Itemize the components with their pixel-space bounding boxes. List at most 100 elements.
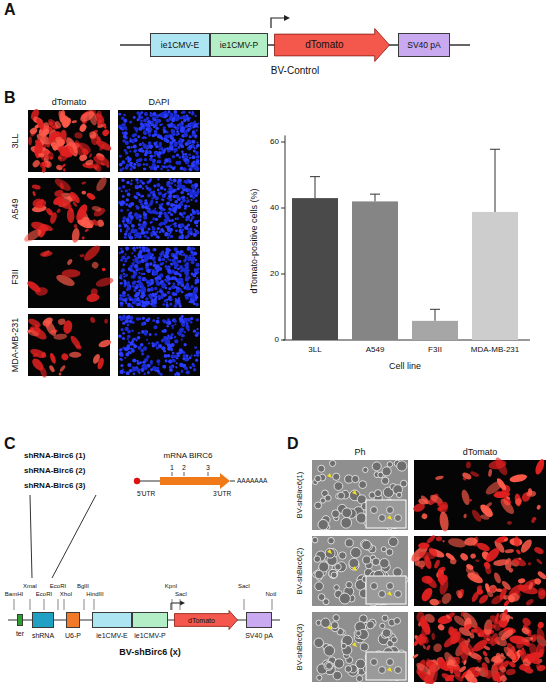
tick-label: 20	[270, 270, 279, 278]
polya-box: SV40 pA	[398, 33, 450, 57]
site-tick	[180, 599, 181, 610]
enhancer-box: ie1CMV-E	[92, 612, 132, 628]
restriction-site: BamHI	[5, 591, 23, 597]
micrograph	[412, 456, 546, 532]
error-cap	[310, 176, 320, 177]
y-axis	[285, 135, 286, 340]
row-label: BV-shBirc6(1)	[296, 472, 304, 518]
tick-label: 0	[275, 336, 279, 344]
micrograph	[28, 108, 113, 173]
category-label: F3II	[428, 346, 442, 354]
row-label: 3LL	[11, 133, 20, 148]
site-tick	[184, 472, 185, 476]
construct-name: BV-shBirc6 (x)	[119, 648, 181, 657]
element-label: shRNA	[32, 632, 54, 639]
micrograph	[118, 178, 200, 240]
column-header: dTomato	[463, 448, 498, 457]
element-label: dTomato	[305, 40, 343, 50]
error-bar	[315, 177, 316, 198]
column-header: DAPI	[148, 98, 169, 107]
micrograph	[412, 609, 548, 684]
promoter-arrow	[271, 18, 284, 28]
shrna-name: shRNA-Birc6 (2)	[24, 467, 85, 475]
error-cap	[490, 149, 500, 150]
row-label: BV-shBirc6(2)	[296, 548, 304, 594]
row-label: MDA-MB-231	[11, 318, 20, 373]
cap-dot	[134, 478, 140, 484]
bar	[412, 321, 458, 340]
restriction-site: EcoRI	[50, 583, 66, 589]
reporter-arrow: dTomato	[174, 610, 238, 630]
site-tick	[64, 599, 65, 610]
mrna-cds	[160, 473, 230, 489]
site-number: 3	[206, 464, 210, 471]
element-label: SV40 pA	[245, 632, 273, 639]
element-label: ter	[16, 630, 24, 637]
bar	[472, 212, 518, 340]
site-tick	[30, 599, 31, 610]
category-label: MDA-MB-231	[471, 346, 519, 354]
construct-name: BV-Control	[271, 66, 319, 76]
polya-box: SV40 pA	[246, 612, 272, 628]
micrograph	[26, 243, 115, 308]
site-tick	[58, 599, 59, 610]
panel-letter: B	[4, 90, 16, 106]
polya-tail: AAAAAAA	[237, 478, 267, 485]
restriction-site: EcoRI	[36, 591, 52, 597]
restriction-site: XmaI	[23, 583, 37, 589]
micrograph	[22, 176, 110, 244]
micrograph	[118, 110, 200, 172]
site-tick	[14, 599, 15, 610]
column-header: Ph	[354, 448, 365, 457]
row-label: A549	[11, 198, 20, 219]
element-label: ie1CMV-P	[220, 41, 258, 50]
tick-mark	[281, 208, 285, 209]
promoter-arrow	[171, 603, 180, 610]
micrograph	[312, 460, 408, 530]
site-tick	[172, 599, 173, 610]
category-label: 3LL	[308, 346, 321, 354]
tick-mark	[281, 274, 285, 275]
promoter-box: ie1CMV-P	[210, 33, 268, 57]
micrograph	[27, 314, 113, 379]
restriction-site: SacI	[175, 591, 187, 597]
site-tick	[44, 599, 45, 610]
error-bar	[435, 309, 436, 321]
mrna-name: mRNA BIRC6	[164, 452, 213, 460]
tick-label: 60	[270, 138, 279, 146]
element-label: ie1CMV-E	[161, 41, 199, 50]
site-number: 1	[170, 464, 174, 471]
column-header: dTomato	[52, 98, 87, 107]
micrograph	[118, 246, 200, 308]
panel-letter: C	[4, 436, 16, 452]
category-label: A549	[366, 346, 385, 354]
restriction-site: KpnI	[165, 583, 177, 589]
restriction-site: NotI	[265, 591, 276, 597]
error-bar	[495, 149, 496, 212]
error-bar	[375, 194, 376, 201]
site-number: 2	[182, 464, 186, 471]
site-tick	[94, 599, 95, 610]
site-tick	[272, 599, 273, 610]
axis-title: dTomato-positive cells (%)	[250, 188, 259, 293]
tick-mark	[281, 340, 285, 341]
panel-letter: D	[287, 436, 299, 452]
element-label: U6-P	[65, 632, 81, 639]
restriction-site: HindIII	[86, 591, 103, 597]
row-label: F3II	[11, 269, 20, 285]
restriction-site: SacI	[238, 583, 250, 589]
enhancer-box: ie1CMV-E	[150, 33, 210, 57]
terminator-box: ter	[17, 614, 23, 626]
micrograph	[409, 534, 548, 607]
micrograph	[312, 536, 408, 606]
site-tick	[172, 472, 173, 476]
tick-mark	[281, 142, 285, 143]
promoter-box: ie1CMV-P	[132, 612, 168, 628]
mrna-line	[140, 481, 160, 482]
element-label: ie1CMV-P	[134, 632, 166, 639]
insert-line	[30, 495, 32, 578]
error-cap	[370, 194, 380, 195]
panel-letter: A	[4, 2, 16, 18]
restriction-site: BglII	[77, 583, 89, 589]
